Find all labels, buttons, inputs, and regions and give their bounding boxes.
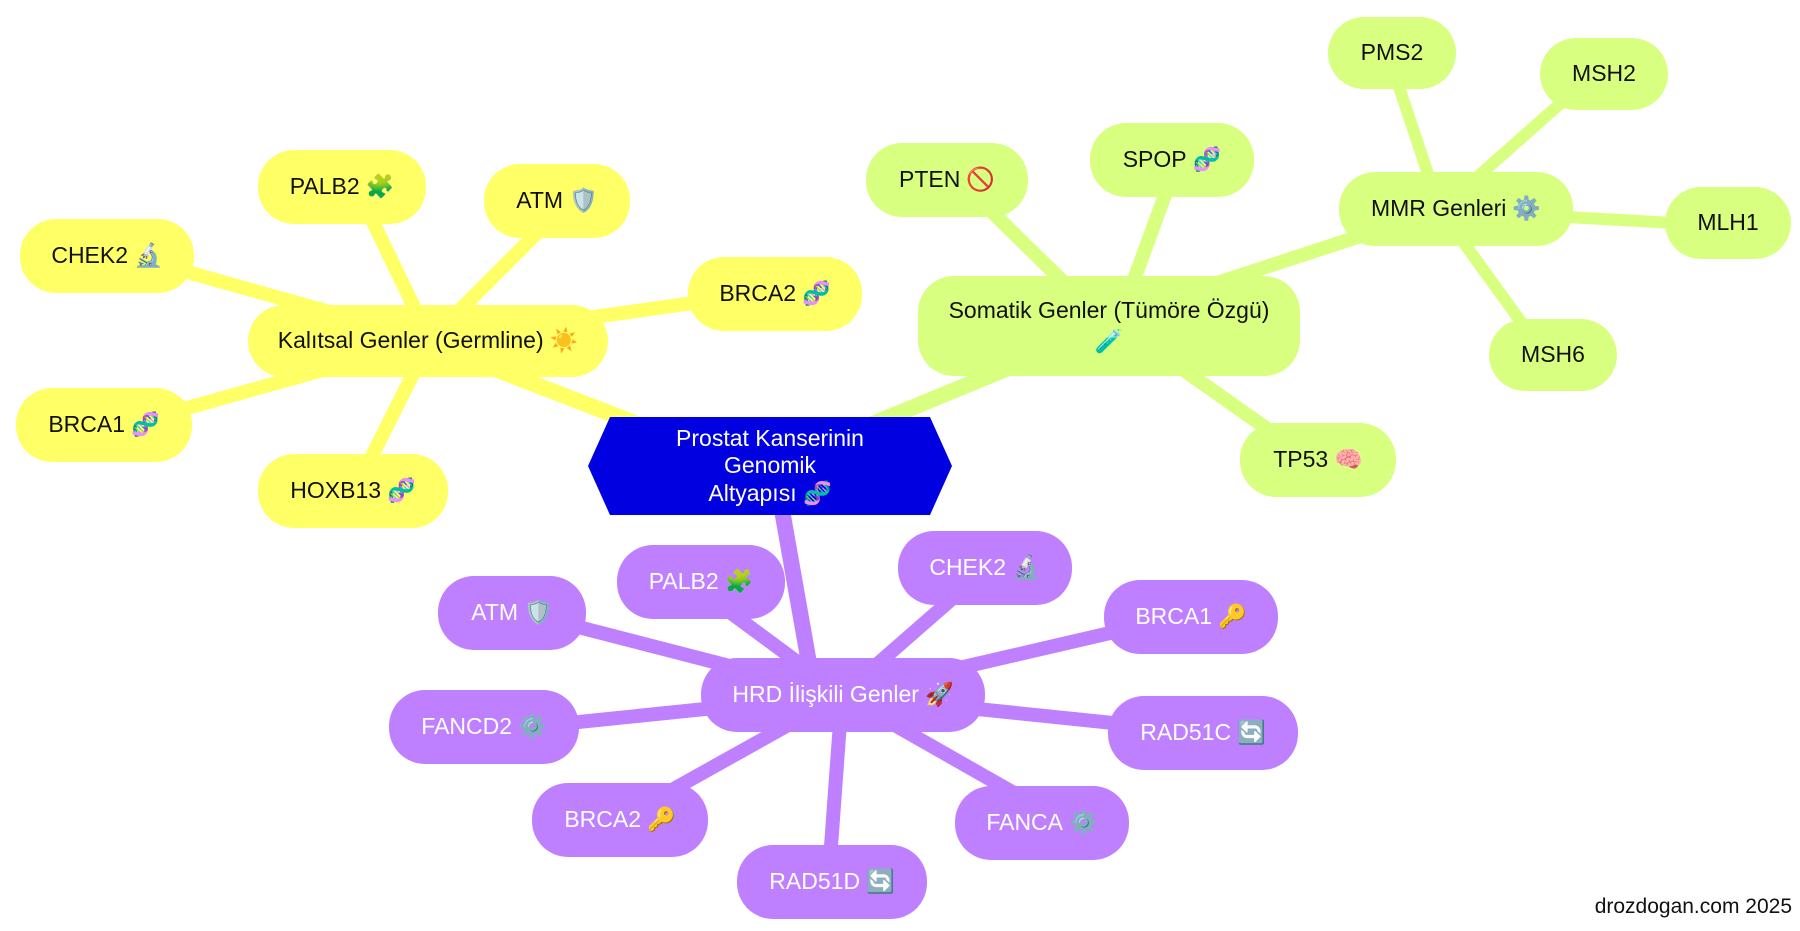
hrd-gene-atm[interactable]: ATM 🛡️ xyxy=(438,576,586,650)
edge-root-hrd xyxy=(774,502,820,688)
gene-label: CHEK2 xyxy=(929,554,1007,581)
gene-label: MLH1 xyxy=(1697,209,1759,236)
mmr-gene-msh2[interactable]: MSH2 xyxy=(1540,38,1668,110)
gene-label: BRCA2 xyxy=(564,806,642,833)
hrd-gene-fancd2[interactable]: FANCD2 ⚙️ xyxy=(389,690,579,764)
hrd-gene-palb2[interactable]: PALB2 🧩 xyxy=(617,545,785,619)
gene-label: ATM xyxy=(471,599,519,626)
somatic-node[interactable]: Somatik Genler (Tümöre Özgü) 🧪 xyxy=(918,276,1300,376)
gene-label: HOXB13 xyxy=(290,477,382,504)
prohibited-icon: 🚫 xyxy=(966,166,995,193)
gene-label: BRCA1 xyxy=(1135,603,1213,630)
hrd-gene-brca1[interactable]: BRCA1 🔑 xyxy=(1104,580,1278,654)
hrd-node[interactable]: HRD İlişkili Genler 🚀 xyxy=(701,658,985,732)
root-node[interactable]: Prostat Kanserinin Genomik Altyapısı 🧬 xyxy=(588,417,952,515)
key-icon: 🔑 xyxy=(647,806,676,833)
hrd-gene-chek2[interactable]: CHEK2 🔬 xyxy=(898,531,1072,605)
gene-label: BRCA2 xyxy=(719,280,797,307)
germline-gene-atm[interactable]: ATM 🛡️ xyxy=(484,164,630,238)
mmr-label: MMR Genleri xyxy=(1370,195,1507,222)
gear-icon: ⚙️ xyxy=(1512,195,1542,222)
puzzle-icon: 🧩 xyxy=(365,173,395,200)
mmr-node[interactable]: MMR Genleri ⚙️ xyxy=(1339,172,1573,246)
mmr-gene-msh6[interactable]: MSH6 xyxy=(1489,319,1617,391)
mmr-gene-mlh1[interactable]: MLH1 xyxy=(1665,187,1791,259)
gene-label: MSH2 xyxy=(1572,60,1636,87)
dna-icon: 🧬 xyxy=(131,411,160,438)
somatic-label: Somatik Genler (Tümöre Özgü) xyxy=(948,296,1270,323)
gear-icon: ⚙️ xyxy=(518,713,547,740)
gear-icon: ⚙️ xyxy=(1069,809,1098,836)
somatic-gene-pten[interactable]: PTEN 🚫 xyxy=(866,143,1028,217)
mmr-gene-pms2[interactable]: PMS2 xyxy=(1328,17,1456,89)
somatic-gene-spop[interactable]: SPOP 🧬 xyxy=(1090,123,1254,197)
germline-gene-palb2[interactable]: PALB2 🧩 xyxy=(258,150,426,224)
dna-icon: 🧬 xyxy=(802,479,832,506)
gene-label: PALB2 xyxy=(289,173,360,200)
root-label-line2: Altyapısı xyxy=(708,479,797,506)
gene-label: FANCA xyxy=(986,809,1064,836)
root-label: Prostat Kanserinin Genomik Altyapısı 🧬 xyxy=(628,417,912,515)
shield-icon: 🛡️ xyxy=(569,187,598,214)
gene-label: TP53 xyxy=(1273,446,1329,473)
gene-label: BRCA1 xyxy=(48,411,126,438)
gene-label: PTEN xyxy=(899,166,961,193)
gene-label: RAD51D xyxy=(769,868,861,895)
microscope-icon: 🔬 xyxy=(134,242,163,269)
key-icon: 🔑 xyxy=(1218,603,1247,630)
gene-label: MSH6 xyxy=(1521,341,1585,368)
gene-label: SPOP xyxy=(1122,146,1187,173)
germline-gene-chek2[interactable]: CHEK2 🔬 xyxy=(20,219,194,293)
gene-label: FANCD2 xyxy=(421,713,513,740)
germline-gene-hoxb13[interactable]: HOXB13 🧬 xyxy=(258,454,448,528)
sun-icon: ☀️ xyxy=(549,327,579,354)
hrd-label: HRD İlişkili Genler xyxy=(732,681,919,708)
refresh-icon: 🔄 xyxy=(1237,719,1266,746)
root-label-line1: Prostat Kanserinin Genomik xyxy=(676,424,864,479)
shield-icon: 🛡️ xyxy=(524,599,553,626)
hrd-gene-rad51c[interactable]: RAD51C 🔄 xyxy=(1108,696,1298,770)
refresh-icon: 🔄 xyxy=(866,868,895,895)
somatic-gene-tp53[interactable]: TP53 🧠 xyxy=(1240,423,1396,497)
root-hexagon-shape xyxy=(588,417,952,515)
hrd-gene-brca2[interactable]: BRCA2 🔑 xyxy=(532,783,708,857)
germline-gene-brca1[interactable]: BRCA1 🧬 xyxy=(16,388,192,462)
gene-label: RAD51C xyxy=(1140,719,1232,746)
brain-icon: 🧠 xyxy=(1334,446,1363,473)
microscope-icon: 🔬 xyxy=(1012,554,1041,581)
rocket-icon: 🚀 xyxy=(924,681,954,708)
germline-node[interactable]: Kalıtsal Genler (Germline) ☀️ xyxy=(248,305,608,377)
dna-icon: 🧬 xyxy=(387,477,416,504)
puzzle-icon: 🧩 xyxy=(724,568,754,595)
hrd-gene-rad51d[interactable]: RAD51D 🔄 xyxy=(737,845,927,919)
gene-label: ATM xyxy=(516,187,564,214)
dna-icon: 🧬 xyxy=(1192,146,1222,173)
gene-label: PMS2 xyxy=(1360,39,1424,66)
gene-label: PALB2 xyxy=(648,568,719,595)
test-tube-icon: 🧪 xyxy=(1094,328,1124,354)
germline-gene-brca2[interactable]: BRCA2 🧬 xyxy=(688,257,862,331)
germline-label: Kalıtsal Genler (Germline) xyxy=(277,327,544,354)
hrd-gene-fanca[interactable]: FANCA ⚙️ xyxy=(955,786,1129,860)
dna-icon: 🧬 xyxy=(802,280,831,307)
watermark: drozdogan.com 2025 xyxy=(1594,895,1792,918)
gene-label: CHEK2 xyxy=(51,242,129,269)
